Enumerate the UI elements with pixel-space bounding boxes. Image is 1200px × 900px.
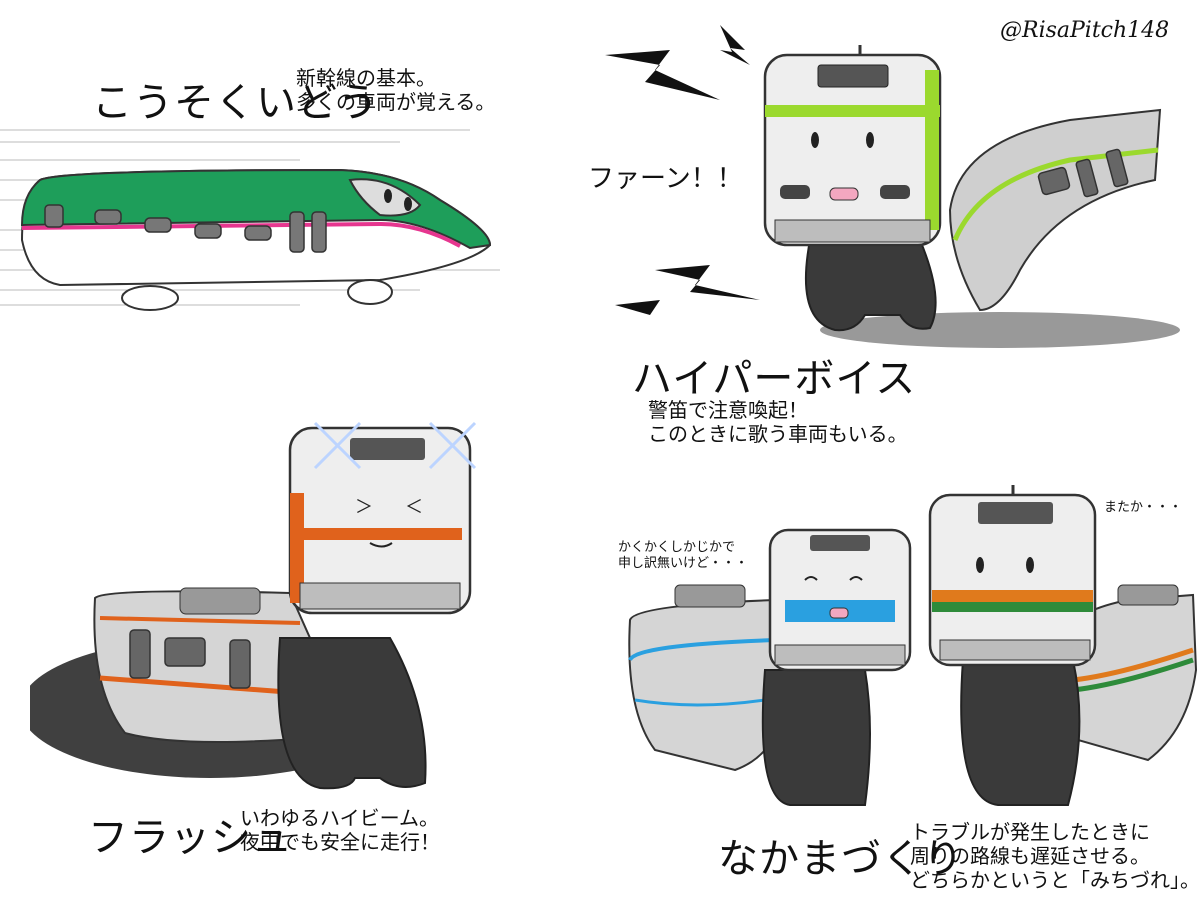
panel2-sfx: ファーン！！	[588, 164, 743, 194]
lightning-icon	[605, 50, 720, 100]
panel1-description: 新幹線の基本。 多くの車両が覚える。	[296, 66, 496, 114]
panel3-description: いわゆるハイビーム。 夜中でも安全に走行！	[240, 806, 440, 854]
svg-text:＜: ＜	[405, 497, 423, 518]
panel3-title: フラッシュ	[88, 815, 293, 861]
chuo-line-illustration: ＞ ＜	[30, 421, 477, 790]
lightning-icon	[655, 265, 760, 300]
lightning-icon	[720, 25, 750, 65]
panel2-title: ハイパーボイス	[632, 356, 917, 402]
panel4-title: なかまづくり	[718, 836, 964, 882]
panel1-title: こうそくいどう	[92, 80, 379, 126]
panel2-description: 警笛で注意喚起！ このときに歌う車両もいる。	[648, 398, 908, 446]
shinkansen-illustration	[0, 129, 500, 311]
shonan-line-illustration	[928, 485, 1198, 806]
svg-text:＞: ＞	[355, 497, 373, 518]
yamanote-illustration	[605, 25, 1180, 348]
panel4-left-speech: かくかくしかじかで 申し訳無いけど・・・	[618, 540, 749, 571]
lightning-icon	[615, 300, 660, 315]
artist-credit: @RisaPitch148	[1000, 18, 1170, 43]
panel4-right-speech: またか・・・	[1104, 500, 1183, 515]
keihin-tohoku-illustration	[628, 528, 912, 806]
panel4-description: トラブルが発生したときに 周りの路線も遅延させる。 どちらかというと「みちづれ」…	[910, 820, 1200, 892]
